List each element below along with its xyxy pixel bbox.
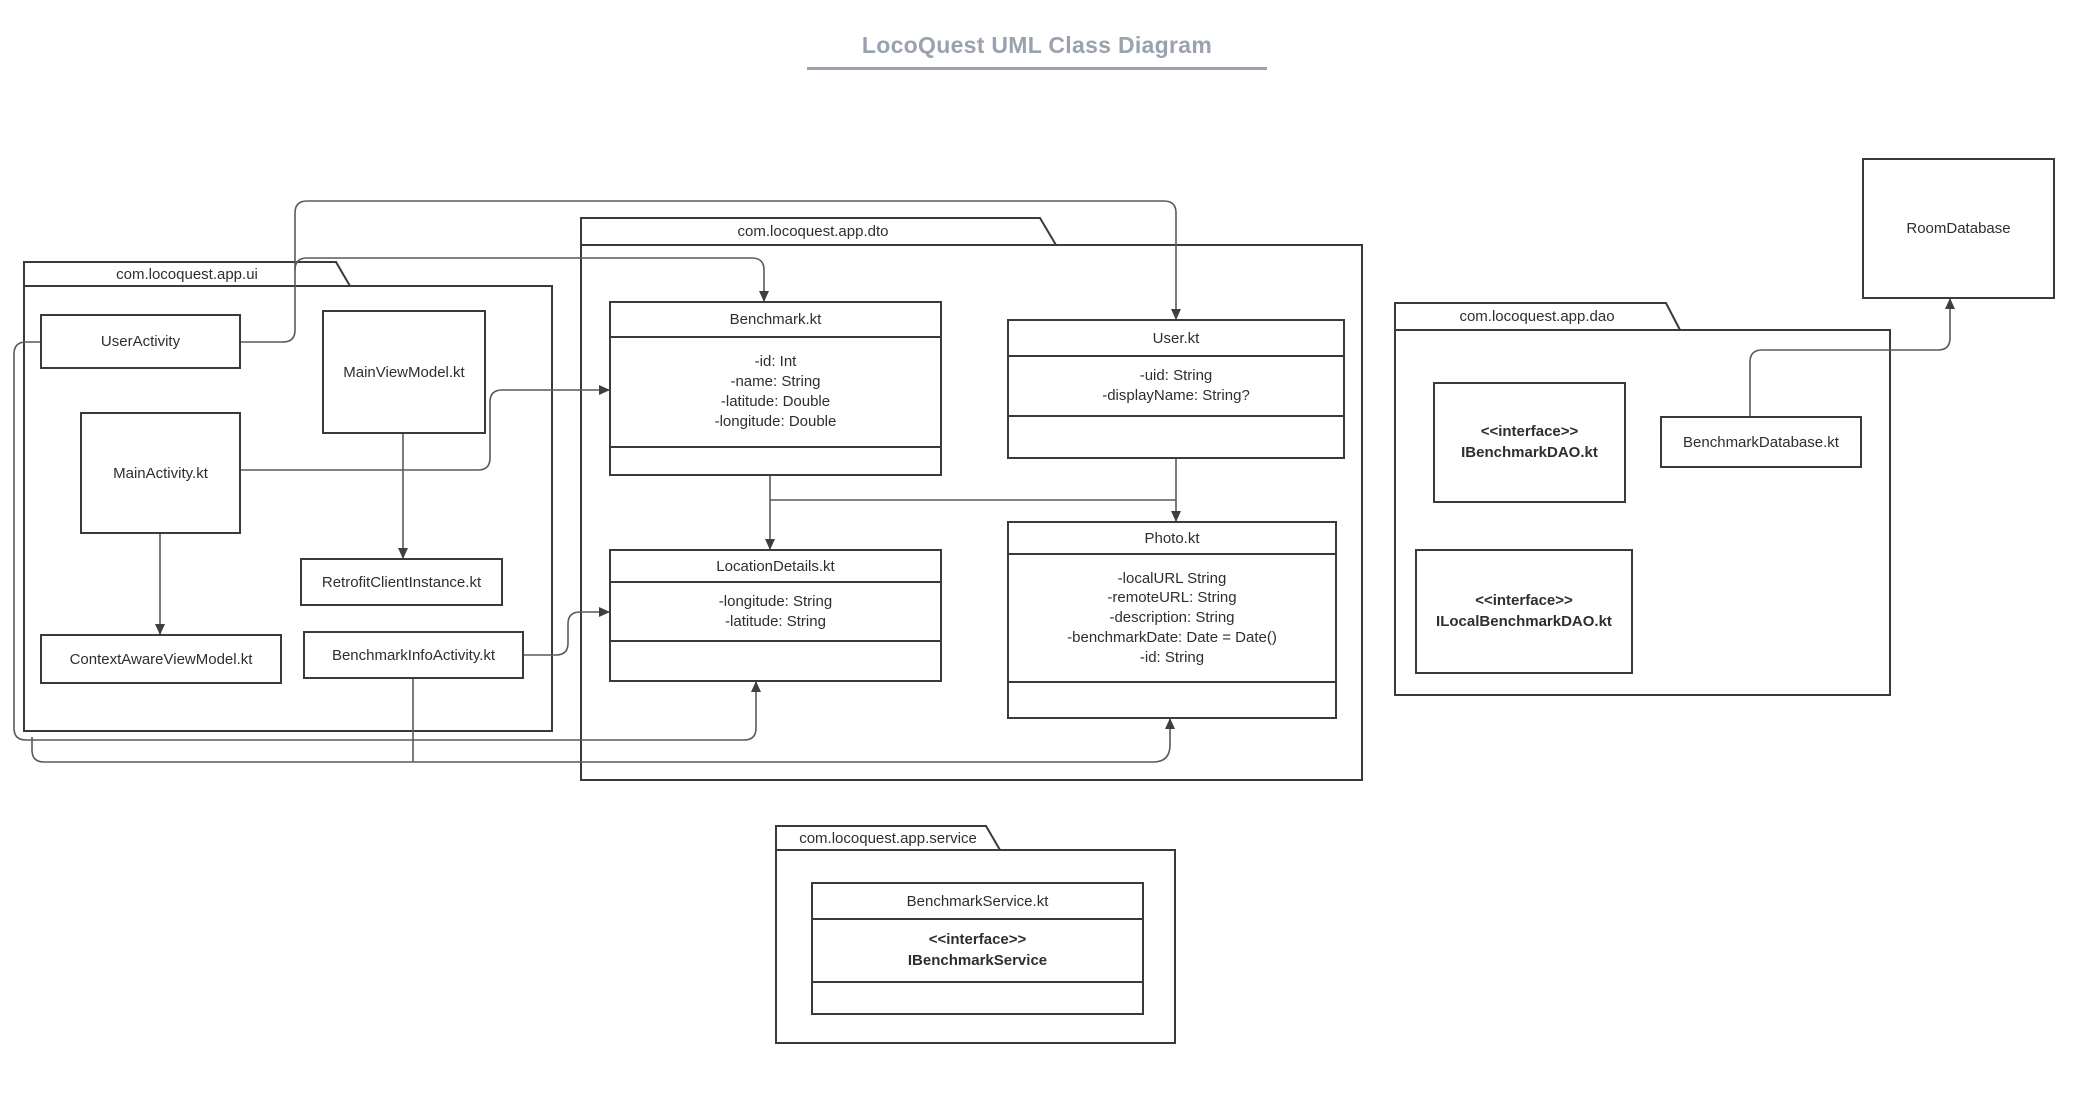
edge-benchmarkdatabase-to-roomdatabase[interactable] — [1749, 298, 1955, 416]
class-benchmarkdatabase[interactable]: BenchmarkDatabase.kt — [1660, 416, 1862, 468]
attribute: -name: String — [730, 373, 821, 391]
package-service-body[interactable] — [775, 849, 1176, 1044]
package-service-label: com.locoquest.app.service — [799, 830, 977, 847]
class-user-name: User.kt — [1009, 321, 1343, 357]
class-benchmarkservice-methods — [813, 983, 1142, 1013]
stereotype-label: <<interface>> — [928, 931, 1027, 949]
class-mainactivity-name: MainActivity.kt — [113, 464, 208, 482]
interface-name: IBenchmarkService — [907, 951, 1048, 969]
edge-useractivity-to-locationdetails-bottom[interactable] — [13, 341, 761, 741]
edge-mainactivity-to-benchmark[interactable] — [241, 385, 610, 471]
attribute: -longitude: Double — [714, 412, 837, 430]
attribute: -benchmarkDate: Date = Date() — [1067, 628, 1277, 646]
package-ui-label: com.locoquest.app.ui — [116, 266, 258, 283]
attribute: -uid: String — [1139, 367, 1213, 385]
class-locationdetails-attributes: -longitude: String -latitude: String — [611, 583, 940, 642]
package-dto-body[interactable] — [580, 244, 1363, 781]
package-ui-tab[interactable] — [23, 261, 351, 287]
class-mainviewmodel-name: MainViewModel.kt — [343, 363, 465, 381]
attribute: -latitude: Double — [720, 393, 831, 410]
class-benchmark[interactable]: Benchmark.kt -id: Int -name: String -lat… — [609, 301, 942, 476]
class-mainactivity[interactable]: MainActivity.kt — [80, 412, 241, 534]
class-user[interactable]: User.kt -uid: String -displayName: Strin… — [1007, 319, 1345, 459]
class-benchmarkservice[interactable]: BenchmarkService.kt <<interface>> IBench… — [811, 882, 1144, 1015]
class-locationdetails[interactable]: LocationDetails.kt -longitude: String -l… — [609, 549, 942, 682]
package-service-tab[interactable] — [775, 825, 1001, 851]
attribute: -description: String — [1109, 609, 1235, 627]
class-ibenchmarkdao[interactable]: <<interface>> IBenchmarkDAO.kt — [1433, 382, 1626, 503]
class-ibenchmarkdao-name: IBenchmarkDAO.kt — [1461, 443, 1598, 461]
attribute: -longitude: String — [718, 592, 833, 610]
attribute: -localURL String — [1117, 569, 1227, 587]
package-dto-tab[interactable] — [580, 217, 1057, 246]
class-useractivity-name: UserActivity — [100, 333, 181, 350]
class-benchmark-methods — [611, 448, 940, 474]
class-retrofitclientinstance[interactable]: RetrofitClientInstance.kt — [300, 558, 503, 606]
class-benchmarkservice-interface: <<interface>> IBenchmarkService — [813, 920, 1142, 983]
package-dao-body[interactable] — [1394, 329, 1891, 696]
package-dto-label: com.locoquest.app.dto — [737, 223, 889, 240]
class-user-methods — [1009, 417, 1343, 457]
class-photo[interactable]: Photo.kt -localURL String -remoteURL: St… — [1007, 521, 1337, 719]
class-photo-attributes: -localURL String -remoteURL: String -des… — [1009, 555, 1335, 683]
class-contextawareviewmodel[interactable]: ContextAwareViewModel.kt — [40, 634, 282, 684]
package-dao-label: com.locoquest.app.dao — [1459, 308, 1615, 325]
edge-benchmarkinfoactivity-to-locationdetails[interactable] — [524, 607, 610, 656]
attribute: -remoteURL: String — [1107, 589, 1237, 607]
class-benchmarkinfoactivity[interactable]: BenchmarkInfoActivity.kt — [303, 631, 524, 679]
class-locationdetails-methods — [611, 642, 940, 680]
attribute: -latitude: String — [725, 612, 826, 630]
edge-bottom-route-to-photo[interactable] — [31, 718, 1175, 763]
stereotype-label: <<interface>> — [1475, 592, 1573, 610]
page-title-text: LocoQuest UML Class Diagram — [806, 32, 1268, 70]
package-ui-body[interactable] — [23, 285, 553, 732]
stereotype-label: <<interface>> — [1480, 423, 1579, 441]
page-title: LocoQuest UML Class Diagram — [0, 32, 2074, 70]
package-dao-tab[interactable] — [1394, 302, 1681, 331]
edge-useractivity-to-user[interactable] — [241, 200, 1181, 343]
attribute: -id: Int — [754, 353, 797, 371]
class-benchmark-attributes: -id: Int -name: String -latitude: Double… — [611, 338, 940, 448]
class-roomdatabase[interactable]: RoomDatabase — [1862, 158, 2055, 299]
class-roomdatabase-name: RoomDatabase — [1906, 220, 2011, 237]
class-benchmarkdatabase-name: BenchmarkDatabase.kt — [1683, 433, 1839, 451]
class-ilocalbenchmarkdao-name: ILocalBenchmarkDAO.kt — [1436, 612, 1612, 630]
attribute: -displayName: String? — [1102, 387, 1250, 404]
class-retrofitclientinstance-name: RetrofitClientInstance.kt — [321, 573, 482, 591]
class-photo-methods — [1009, 683, 1335, 717]
class-locationdetails-name: LocationDetails.kt — [611, 551, 940, 583]
class-benchmark-name: Benchmark.kt — [611, 303, 940, 338]
class-benchmarkinfoactivity-name: BenchmarkInfoActivity.kt — [331, 646, 496, 664]
class-user-attributes: -uid: String -displayName: String? — [1009, 357, 1343, 417]
class-contextawareviewmodel-name: ContextAwareViewModel.kt — [69, 650, 253, 668]
edge-useractivity-to-benchmark[interactable] — [294, 257, 769, 302]
class-benchmarkservice-name: BenchmarkService.kt — [813, 884, 1142, 920]
class-photo-name: Photo.kt — [1009, 523, 1335, 555]
class-useractivity[interactable]: UserActivity — [40, 314, 241, 369]
attribute: -id: String — [1139, 648, 1205, 666]
class-mainviewmodel[interactable]: MainViewModel.kt — [322, 310, 486, 434]
class-ilocalbenchmarkdao[interactable]: <<interface>> ILocalBenchmarkDAO.kt — [1415, 549, 1633, 674]
